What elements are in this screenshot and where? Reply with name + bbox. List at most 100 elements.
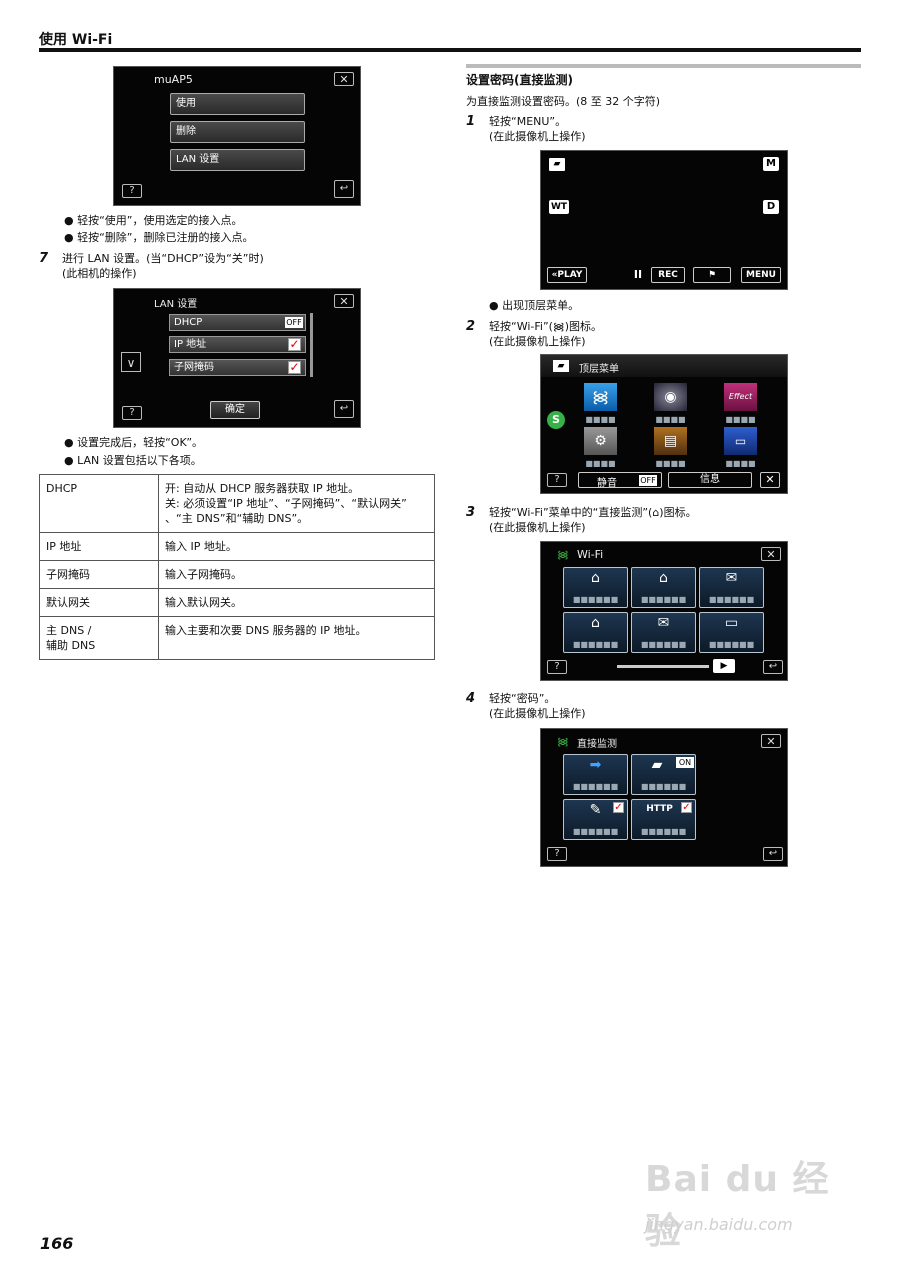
top-menu-header xyxy=(541,355,787,377)
lan-row-subnet[interactable]: 子网掩码 ✓ xyxy=(169,359,306,376)
bullet-text: 轻按“删除”，删除已注册的接入点。 xyxy=(77,231,254,244)
bullet-text: LAN 设置包括以下各项。 xyxy=(77,454,202,467)
table-key: IP 地址 xyxy=(39,532,159,561)
help-icon[interactable]: ? xyxy=(122,184,142,198)
menu-button[interactable]: MENU xyxy=(741,267,781,283)
ap-use-button[interactable]: 使用 xyxy=(170,93,305,115)
camera-icon: ▰ xyxy=(651,757,663,773)
email-tile[interactable]: ✉ ■■■■■■ xyxy=(631,612,696,653)
checkbox-icon[interactable]: ✓ xyxy=(288,360,301,374)
pause-icon[interactable]: II xyxy=(633,268,643,281)
back-icon[interactable]: ↩ xyxy=(763,660,783,674)
media-icon[interactable]: ▭ xyxy=(724,427,757,455)
watermark-url: jingyan.baidu.com xyxy=(645,1215,793,1234)
connection-icon[interactable]: ▤ xyxy=(654,427,687,455)
checkbox-icon[interactable]: ✓ xyxy=(288,337,301,351)
back-icon[interactable]: ↩ xyxy=(334,400,354,418)
tile-label: ■■■■■■ xyxy=(640,782,687,791)
close-icon[interactable]: ✕ xyxy=(761,734,781,748)
password-tile[interactable]: ✎ ✓ ■■■■■■ xyxy=(563,799,628,840)
ap-screen-title: muAP5 xyxy=(154,73,193,86)
step-subtext: (在此摄像机上操作) xyxy=(489,521,586,534)
rec-button[interactable]: REC xyxy=(651,267,685,283)
ok-button[interactable]: 确定 xyxy=(210,401,260,419)
step-subtext: (在此摄像机上操作) xyxy=(489,707,586,720)
manual-mode-button[interactable]: M xyxy=(763,157,779,171)
table-row: DHCP 开: 自动从 DHCP 服务器获取 IP 地址。 关: 必须设置“IP… xyxy=(39,474,435,533)
wireless-camera-tile[interactable]: ▰ ON ■■■■■■ xyxy=(631,754,696,795)
section-title: 设置密码(直接监测) xyxy=(466,73,573,87)
wifi-icon[interactable]: ᯼ xyxy=(584,383,617,411)
direct-monitoring-tile[interactable]: ⌂ ■■■■■■ xyxy=(563,567,628,608)
table-value: 输入主要和次要 DNS 服务器的 IP 地址。 xyxy=(158,616,435,660)
ap-lan-settings-button[interactable]: LAN 设置 xyxy=(170,149,305,171)
lan-row-ip[interactable]: IP 地址 ✓ xyxy=(169,336,306,353)
back-icon[interactable]: ↩ xyxy=(763,847,783,861)
section-description: 为直接监测设置密码。(8 至 32 个字符) xyxy=(466,95,661,108)
checkbox-icon: ✓ xyxy=(613,802,624,813)
lan-row-label: IP 地址 xyxy=(174,339,207,350)
step-text: 轻按“密码”。 xyxy=(489,692,556,705)
header-rule xyxy=(39,48,861,52)
display-button[interactable]: D xyxy=(763,200,779,214)
help-icon[interactable]: ? xyxy=(547,847,567,861)
close-icon[interactable]: ✕ xyxy=(334,72,354,86)
close-icon[interactable]: ✕ xyxy=(761,547,781,561)
direct-monitoring-title: 直接监测 xyxy=(577,739,617,750)
scroll-down-icon[interactable]: ∨ xyxy=(121,352,141,372)
help-icon[interactable]: ? xyxy=(547,473,567,487)
close-icon[interactable]: ✕ xyxy=(760,472,780,488)
home-tile[interactable]: ⌂ ■■■■■■ xyxy=(563,612,628,653)
step-number: 3 xyxy=(466,505,476,520)
page-scrollbar[interactable] xyxy=(617,665,709,668)
bullet-item: ● LAN 设置包括以下各项。 xyxy=(64,454,202,467)
back-icon[interactable]: ↩ xyxy=(334,180,354,198)
table-value: 开: 自动从 DHCP 服务器获取 IP 地址。 关: 必须设置“IP 地址”、… xyxy=(158,474,435,533)
ap-screen: muAP5 ✕ 使用 删除 LAN 设置 ? ↩ xyxy=(113,66,361,206)
pen-icon: ✎ xyxy=(589,802,602,818)
http-tile[interactable]: HTTP ✓ ■■■■■■ xyxy=(631,799,696,840)
step-text: 轻按“Wi-Fi”菜单中的“直接监测”(⌂)图标。 xyxy=(489,506,697,519)
on-badge: ON xyxy=(676,757,694,768)
lan-row-dhcp[interactable]: DHCP OFF xyxy=(169,314,306,331)
mute-button[interactable]: 静音 OFF xyxy=(578,472,662,489)
indoor-monitoring-tile[interactable]: ⌂ ■■■■■■ xyxy=(631,567,696,608)
effect-icon[interactable]: Effect xyxy=(724,383,757,411)
table-row: 默认网关 输入默认网关。 xyxy=(39,588,435,617)
info-button[interactable]: 信息 xyxy=(668,472,752,488)
help-icon[interactable]: ? xyxy=(122,406,142,420)
bullet-text: 设置完成后，轻按“OK”。 xyxy=(77,436,204,449)
watermark-logo: Bai du 经验 xyxy=(645,1159,830,1252)
scrollbar[interactable] xyxy=(310,313,313,377)
start-tile[interactable]: ➡ ■■■■■■ xyxy=(563,754,628,795)
flag-button[interactable]: ⚑ xyxy=(693,267,731,283)
play-button[interactable]: «PLAY xyxy=(547,267,587,283)
bullet-item: ● 轻按“使用”，使用选定的接入点。 xyxy=(64,214,243,227)
lens-icon[interactable]: ◉ xyxy=(654,383,687,411)
settings-icon[interactable]: ⚙ xyxy=(584,427,617,455)
table-row: 子网掩码 输入子网掩码。 xyxy=(39,560,435,589)
mute-label: 静音 xyxy=(597,478,617,489)
icon-label: ■■■■ xyxy=(655,459,686,468)
zoom-wt-button[interactable]: WT xyxy=(549,200,569,214)
tile-label: ■■■■■■ xyxy=(572,782,619,791)
camera-mode-icon: ▰ xyxy=(549,158,565,171)
shortcut-icon[interactable]: S xyxy=(547,411,565,429)
outdoor-monitoring-tile[interactable]: ✉ ■■■■■■ xyxy=(699,567,764,608)
help-icon[interactable]: ? xyxy=(547,660,567,674)
tile-label: ■■■■■■ xyxy=(708,595,755,604)
icon-label: ■■■■ xyxy=(585,459,616,468)
next-page-icon[interactable]: ▶ xyxy=(713,659,735,673)
table-value-line: 关: 必须设置“IP 地址”、“子网掩码”、“默认网关” xyxy=(165,497,407,510)
ap-delete-button[interactable]: 删除 xyxy=(170,121,305,143)
tile-label: ■■■■■■ xyxy=(708,640,755,649)
step-text: 轻按“Wi-Fi”(᯼)图标。 xyxy=(489,320,602,333)
icon-label: ■■■■ xyxy=(725,415,756,424)
off-badge: OFF xyxy=(639,475,657,486)
step-text: 进行 LAN 设置。(当“DHCP”设为“关”时) xyxy=(62,252,264,265)
close-icon[interactable]: ✕ xyxy=(334,294,354,308)
ustream-tile[interactable]: ▭ ■■■■■■ xyxy=(699,612,764,653)
off-badge: OFF xyxy=(285,317,303,328)
house-icon: ⌂ xyxy=(591,615,600,631)
bullet-text: 轻按“使用”，使用选定的接入点。 xyxy=(77,214,243,227)
